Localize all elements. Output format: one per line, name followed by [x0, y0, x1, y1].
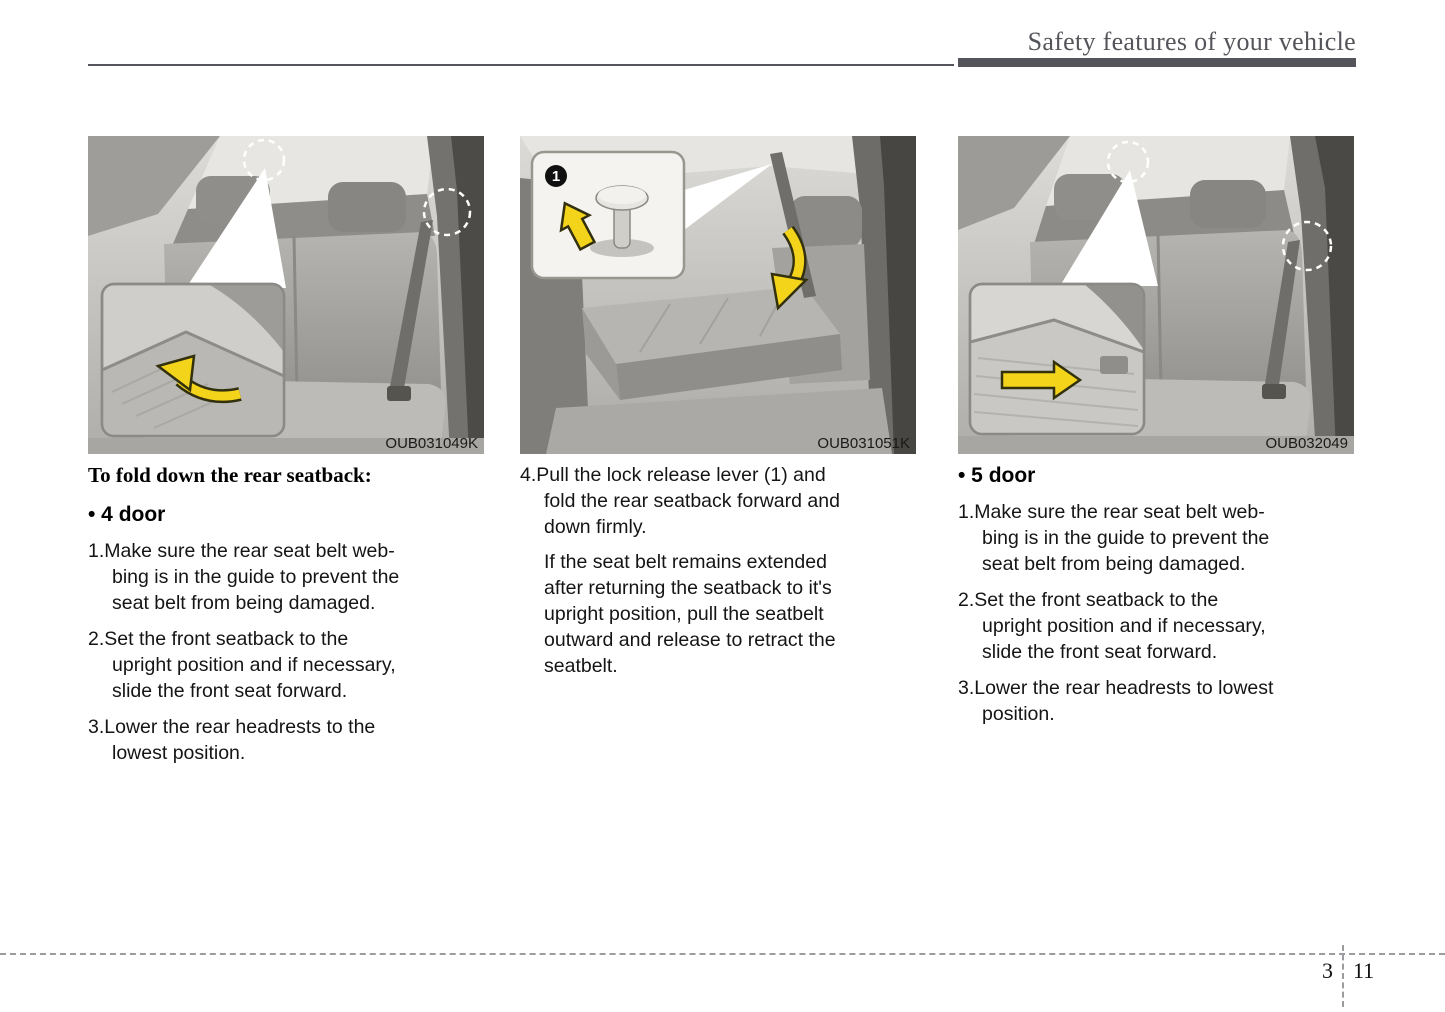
variant-heading-4door: • 4 door: [88, 503, 166, 526]
figure-code: OUB032049: [1265, 435, 1348, 452]
step-item: 1.Make sure the rear seat belt web- bing…: [958, 501, 1270, 575]
step-item: 3.Lower the rear headrests to lowest pos…: [958, 677, 1274, 725]
floor: [88, 438, 484, 454]
fold-arrow-icon: [770, 225, 809, 311]
pull-arrow-icon: [559, 201, 597, 252]
belt-buckle: [1262, 384, 1286, 399]
footer-dashed-rule: [0, 953, 1445, 955]
seat-seam: [1156, 233, 1163, 393]
step-item: 3.Lower the rear headrests to the lowest…: [88, 716, 376, 764]
belt-buckle: [387, 386, 411, 401]
door-frame-edge: [451, 136, 484, 454]
header-rule-thin: [88, 64, 954, 66]
figure-3: OUB032049: [958, 136, 1354, 454]
pillar-shape: [958, 136, 1070, 230]
figure-1: OUB031049K: [88, 136, 484, 454]
column-5door: OUB032049 • 5 door 1.Make sure the rear …: [958, 136, 1368, 727]
headrest-right: [328, 182, 406, 232]
step-item: 2.Set the front seatback to the upright …: [88, 628, 396, 702]
detail-circle-icon: [1281, 220, 1333, 272]
cargo-floor: [546, 388, 892, 454]
figure-code: OUB031051K: [817, 435, 910, 452]
section-heading: To fold down the rear seatback:: [88, 463, 372, 487]
figure-1-image: OUB031049K: [88, 136, 484, 454]
lock-release-lever-icon: [590, 185, 654, 257]
inset-detail: 1: [530, 150, 686, 280]
folded-seatback-side: [582, 308, 620, 400]
folded-seatback-front: [616, 334, 842, 400]
headrest-right: [1190, 180, 1266, 228]
note-paragraph: If the seat belt remains extended after …: [544, 551, 836, 677]
headrest-right: [790, 196, 862, 248]
detail-circle-icon: [1106, 140, 1150, 184]
step-item: 4.Pull the lock release lever (1) and fo…: [520, 464, 840, 538]
variant-heading-5door: • 5 door: [958, 464, 1036, 487]
seat-belt: [1264, 240, 1300, 392]
chapter-number: 3: [1322, 958, 1333, 983]
lever-number-text: 1: [552, 168, 560, 185]
pillar-shape: [88, 136, 220, 236]
slide-arrow-icon: [1000, 359, 1083, 401]
figure-2: 1 OUB031051K: [520, 136, 916, 454]
figure-code: OUB031049K: [385, 435, 478, 452]
lever-number-badge: [545, 165, 567, 187]
callout-wedge-icon: [684, 164, 772, 230]
page-title: Safety features of your vehicle: [1027, 27, 1356, 56]
column-4door: OUB031049K To fold down the rear seatbac…: [88, 136, 498, 766]
inset-detail: [100, 282, 286, 438]
fold-arrow-icon: [155, 354, 242, 404]
callout-wedge-icon: [1060, 170, 1158, 286]
inset-detail: [968, 282, 1146, 436]
seat-seam: [292, 235, 299, 395]
latch-shape: [1100, 356, 1128, 374]
header-rule-thick: [958, 58, 1356, 67]
seat-belt: [389, 220, 433, 394]
page-number-value: 11: [1353, 958, 1375, 983]
page-number-divider: [1342, 945, 1344, 1007]
page-number: 3 11: [1322, 945, 1375, 1007]
figure-3-image: OUB032049: [958, 136, 1354, 454]
floor: [958, 436, 1354, 454]
door-frame-edge: [880, 136, 916, 454]
callout-wedge-icon: [186, 168, 286, 288]
figure-2-image: 1 OUB031051K: [520, 136, 916, 454]
door-frame-edge: [1315, 136, 1354, 454]
step-item: 1.Make sure the rear seat belt web- bing…: [88, 540, 400, 614]
column-middle: 1 OUB031051K 4.Pull the lock release lev…: [520, 136, 930, 679]
detail-circle-icon: [422, 187, 472, 237]
step-item: 2.Set the front seatback to the upright …: [958, 589, 1266, 663]
detail-circle-icon: [242, 138, 286, 182]
